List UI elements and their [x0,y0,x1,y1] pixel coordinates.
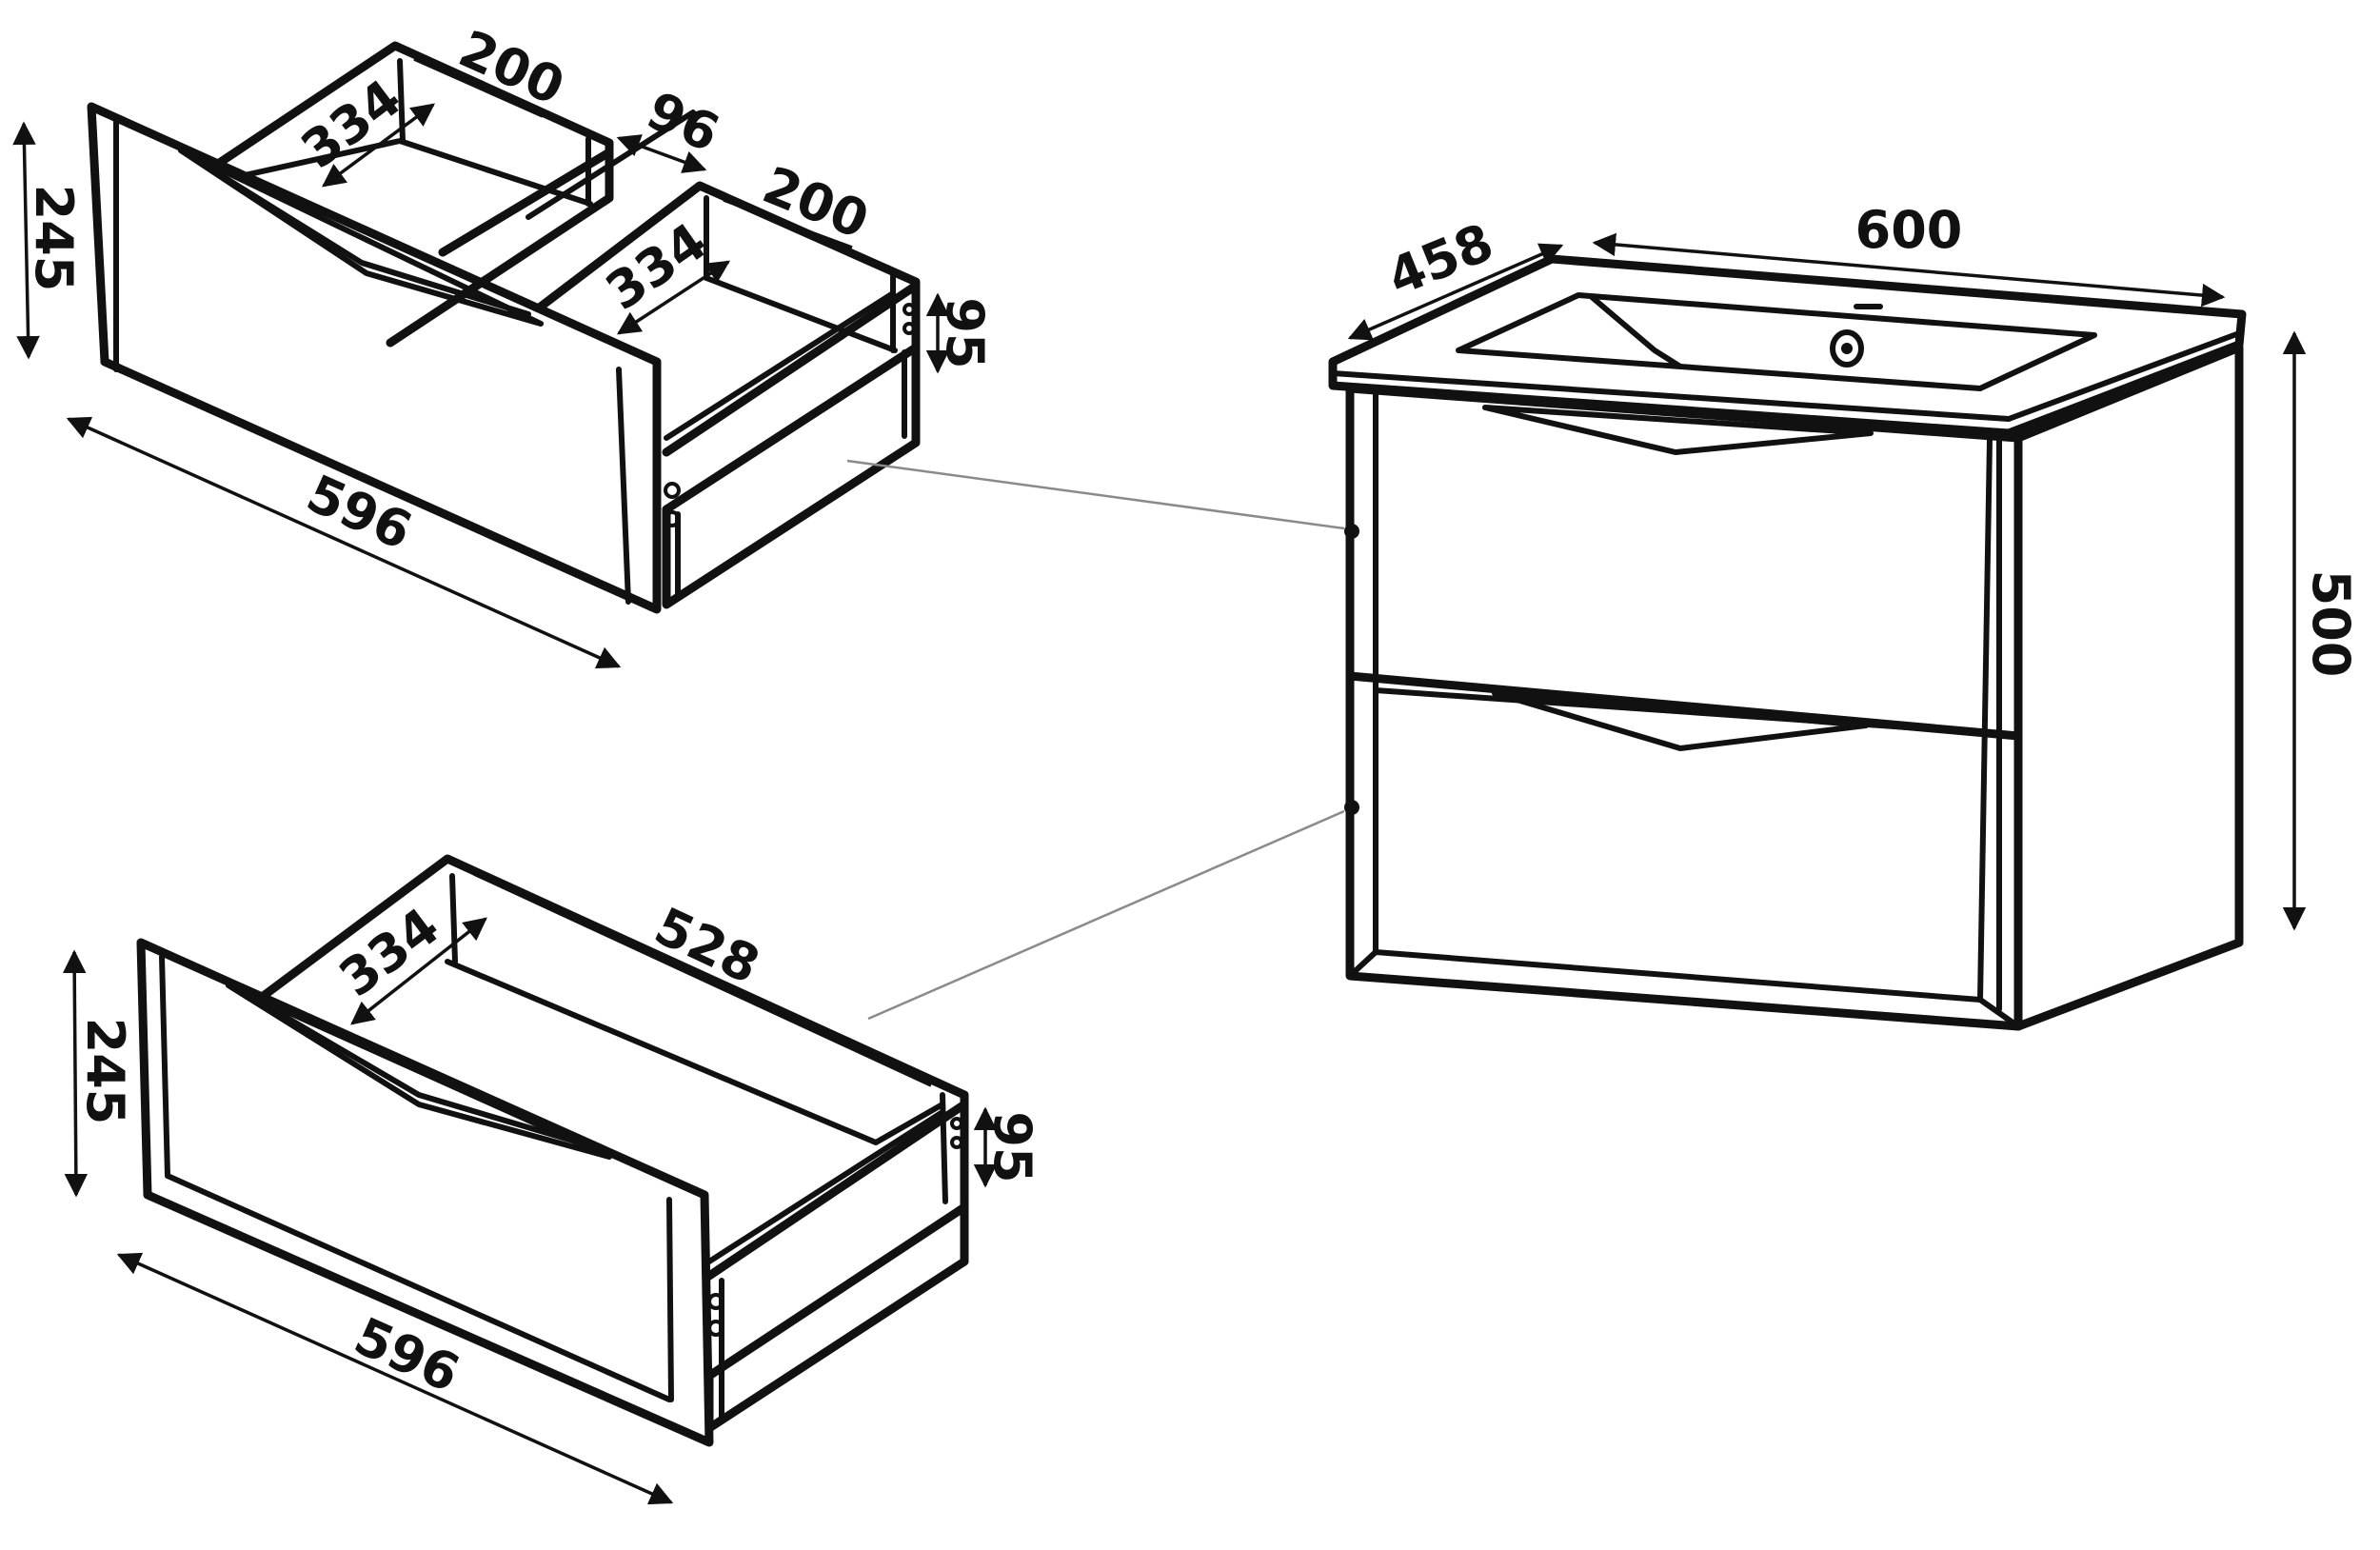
lower-side-height-label: 95 [982,1111,1042,1182]
upper-drawer-height-label: 245 [24,185,84,292]
upper-drawer [87,41,921,614]
dimension-lines [12,57,2307,1505]
lower-drawer [136,854,969,1447]
leader-lower [867,809,1345,1021]
lower-inner-depth-label: 334 [328,896,450,1008]
cabinet-height-label: 500 [2301,570,2361,678]
cabinet-width-label: 600 [1855,200,1963,260]
leader-upper [846,459,1345,530]
cabinet-with-basin [1328,254,2247,1031]
dimension-labels: 245 596 200 334 96 200 334 95 245 596 33… [24,18,2361,1403]
upper-side-height-label: 95 [935,297,995,368]
lower-drawer-width-label: 596 [346,1305,468,1403]
upper-compartment-right-depth-label: 334 [595,211,717,322]
lower-drawer-height-label: 245 [75,1018,135,1125]
